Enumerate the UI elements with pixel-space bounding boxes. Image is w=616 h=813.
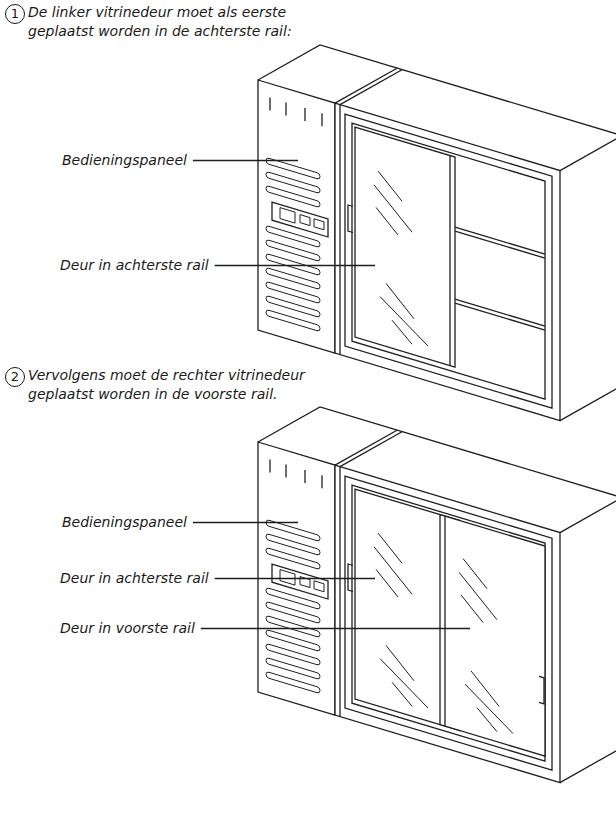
leader-line (193, 160, 298, 161)
part-label: Deur in achterste rail (60, 256, 209, 275)
leader-line (193, 522, 298, 523)
part-label: Bedieningspaneel (62, 151, 187, 170)
doors-step-1 (348, 125, 545, 394)
cabinet-step-1 (258, 45, 616, 421)
cabinet-step-2 (258, 407, 616, 783)
part-label: Bedieningspaneel (62, 513, 187, 532)
part-label: Deur in achterste rail (60, 569, 209, 588)
step-instruction: De linker vitrinedeur moet als eerste ge… (28, 3, 338, 41)
part-label: Deur in voorste rail (60, 619, 195, 638)
step-instruction: Vervolgens moet de rechter vitrinedeur g… (28, 366, 338, 404)
callout-number: 1 (5, 4, 25, 24)
leader-line (215, 578, 375, 579)
doors-step-2 (348, 487, 545, 756)
callout-number: 2 (5, 367, 25, 387)
leader-line (215, 265, 375, 266)
leader-line (201, 628, 470, 629)
